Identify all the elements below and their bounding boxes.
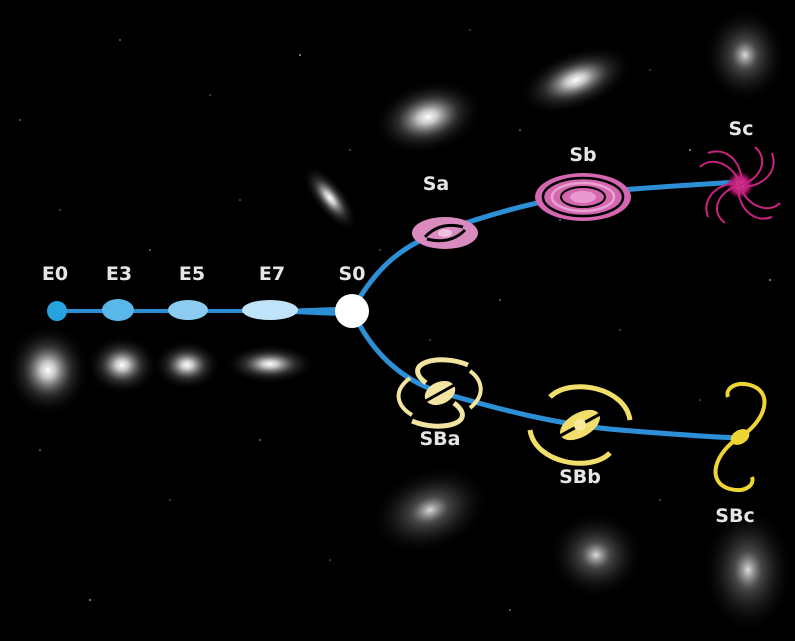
label-sbc: SBc — [715, 505, 754, 527]
node-sbc-marker — [713, 382, 767, 492]
node-e7-marker — [242, 300, 298, 320]
node-e5-marker — [168, 300, 208, 320]
node-sb-marker — [535, 173, 631, 221]
photo-e5 — [153, 340, 221, 390]
node-sbb-marker — [527, 384, 633, 466]
spiral-markers — [412, 146, 781, 249]
label-e3: E3 — [106, 263, 132, 285]
photo-sbb — [548, 511, 644, 599]
photo-sc — [703, 7, 787, 103]
label-e0: E0 — [42, 263, 68, 285]
node-sa-marker — [412, 217, 478, 249]
node-labels: E0 E3 E5 E7 S0 Sa Sb Sc SBa SBb SBc — [42, 118, 755, 527]
photo-e7 — [224, 344, 316, 384]
node-sba-marker — [396, 357, 483, 429]
photo-e3 — [86, 335, 158, 395]
label-sa: Sa — [423, 173, 450, 195]
starfield — [19, 29, 771, 611]
label-sb: Sb — [569, 144, 596, 166]
label-sba: SBa — [420, 428, 461, 450]
barred-spiral-branch — [349, 308, 741, 441]
node-e3-marker — [102, 299, 134, 321]
spiral-branch — [349, 179, 741, 312]
photo-sba — [369, 465, 491, 555]
galaxy-photos — [6, 7, 794, 634]
photo-s0 — [302, 164, 358, 232]
label-sbb: SBb — [559, 466, 601, 488]
label-e5: E5 — [179, 263, 205, 285]
node-sc-marker — [699, 146, 781, 224]
node-e0-marker — [47, 301, 67, 321]
photo-sbc — [702, 506, 794, 634]
label-e7: E7 — [259, 263, 285, 285]
photo-e0 — [6, 324, 90, 416]
node-s0-marker — [335, 294, 369, 328]
photo-sb — [518, 45, 634, 115]
barred-spiral-markers — [396, 357, 767, 492]
elliptical-markers — [47, 294, 369, 328]
label-s0: S0 — [339, 263, 366, 285]
photo-sa — [373, 79, 483, 155]
label-sc: Sc — [729, 118, 754, 140]
